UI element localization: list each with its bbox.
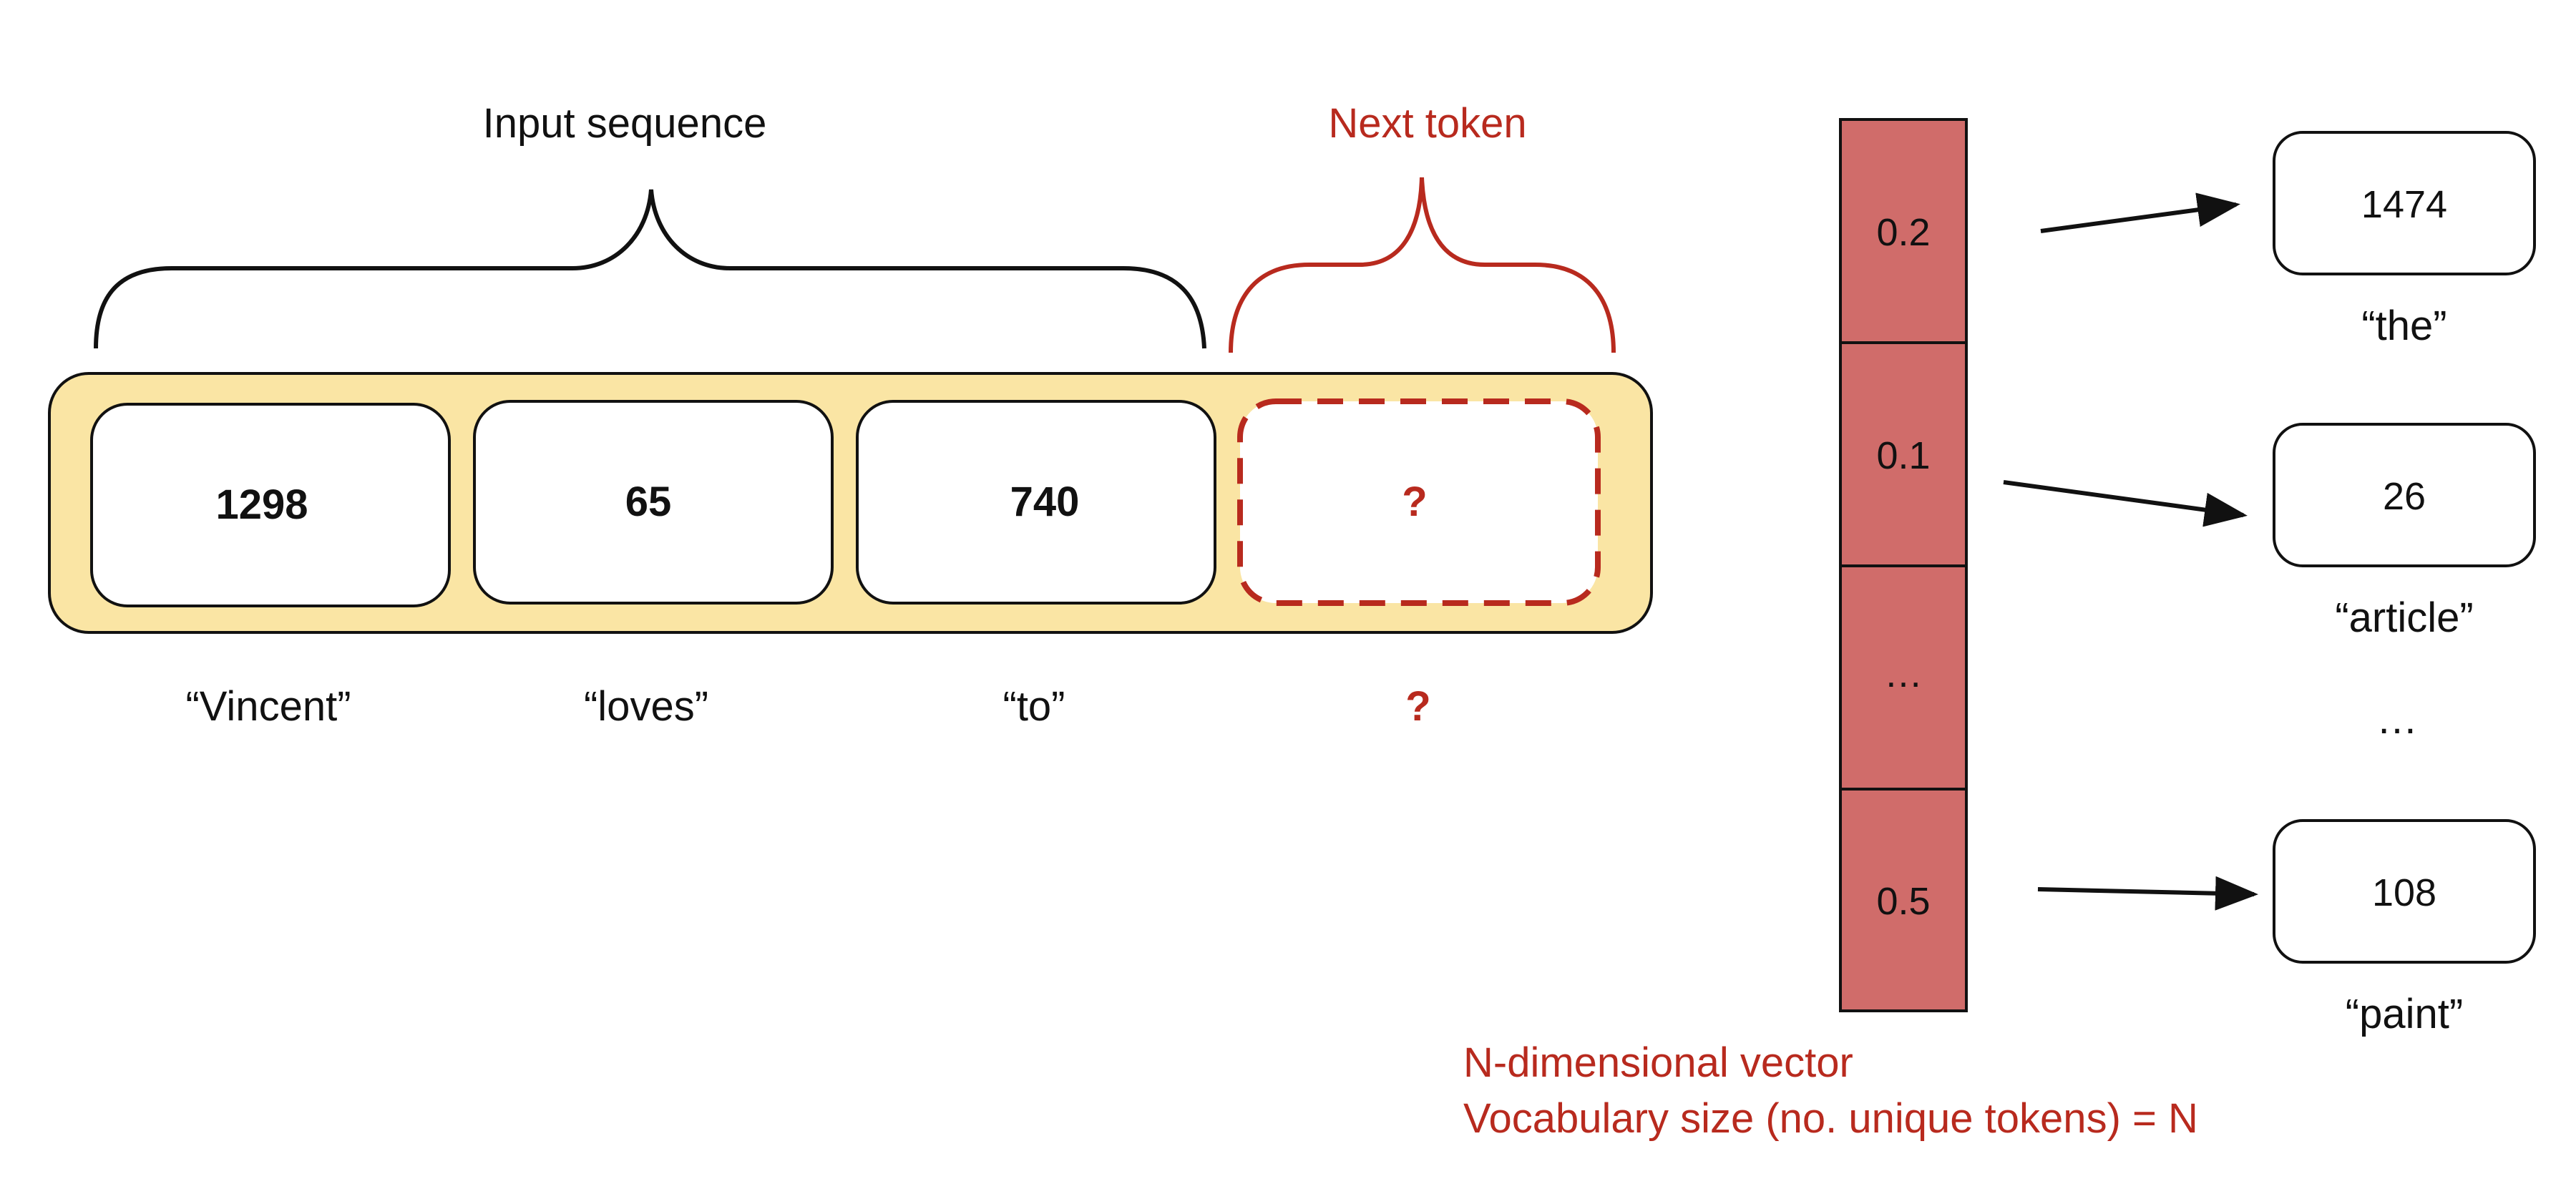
vector-value: 0.1 xyxy=(1876,434,1930,477)
vector-cell xyxy=(1839,788,1968,1012)
vocab-word: “the” xyxy=(2361,303,2446,349)
token-box-2: 65 xyxy=(473,400,834,605)
next-token-title: Next token xyxy=(1328,100,1526,147)
arrow-to-1474 xyxy=(2040,192,2240,233)
vector-caption-line2: Vocabulary size (no. unique tokens) = N xyxy=(1463,1095,2198,1142)
token-box-1: 1298 xyxy=(90,403,451,607)
vector-cell xyxy=(1839,341,1968,567)
vector-value: 0.5 xyxy=(1876,880,1930,923)
next-token-word: ? xyxy=(1405,683,1430,730)
vector-caption-line1: N-dimensional vector xyxy=(1463,1039,1853,1086)
token-id: 740 xyxy=(1010,479,1080,525)
vector-value: … xyxy=(1884,652,1923,695)
vocab-box: 26 xyxy=(2273,423,2536,567)
probability-vector: 0.2 0.1 … 0.5 xyxy=(1839,118,1968,1012)
next-token-brace xyxy=(1229,177,1616,353)
vector-value: 0.2 xyxy=(1876,211,1930,254)
vocab-box: 1474 xyxy=(2273,131,2536,275)
input-sequence-brace xyxy=(94,189,1206,349)
next-token-id: ? xyxy=(1402,479,1427,525)
token-box-3: 740 xyxy=(856,400,1216,605)
vocab-word: “paint” xyxy=(2346,991,2463,1037)
token-word: “loves” xyxy=(584,683,708,730)
arrow-to-26 xyxy=(2003,480,2248,527)
vocab-id: 26 xyxy=(2383,475,2426,518)
next-token-box: ? xyxy=(1237,398,1601,606)
vocab-ellipsis: … xyxy=(2376,696,2418,743)
vocab-id: 108 xyxy=(2372,871,2436,914)
input-sequence-title: Input sequence xyxy=(483,100,767,147)
token-id: 1298 xyxy=(215,481,308,528)
vocab-id: 1474 xyxy=(2361,183,2447,226)
vocab-word: “article” xyxy=(2335,594,2473,641)
vocab-box: 108 xyxy=(2273,819,2536,964)
vector-cell xyxy=(1839,118,1968,344)
arrow-to-108 xyxy=(2037,876,2258,911)
token-word: “Vincent” xyxy=(185,683,351,730)
token-id: 65 xyxy=(625,479,672,525)
token-word: “to” xyxy=(1003,683,1065,730)
vector-cell xyxy=(1839,564,1968,791)
